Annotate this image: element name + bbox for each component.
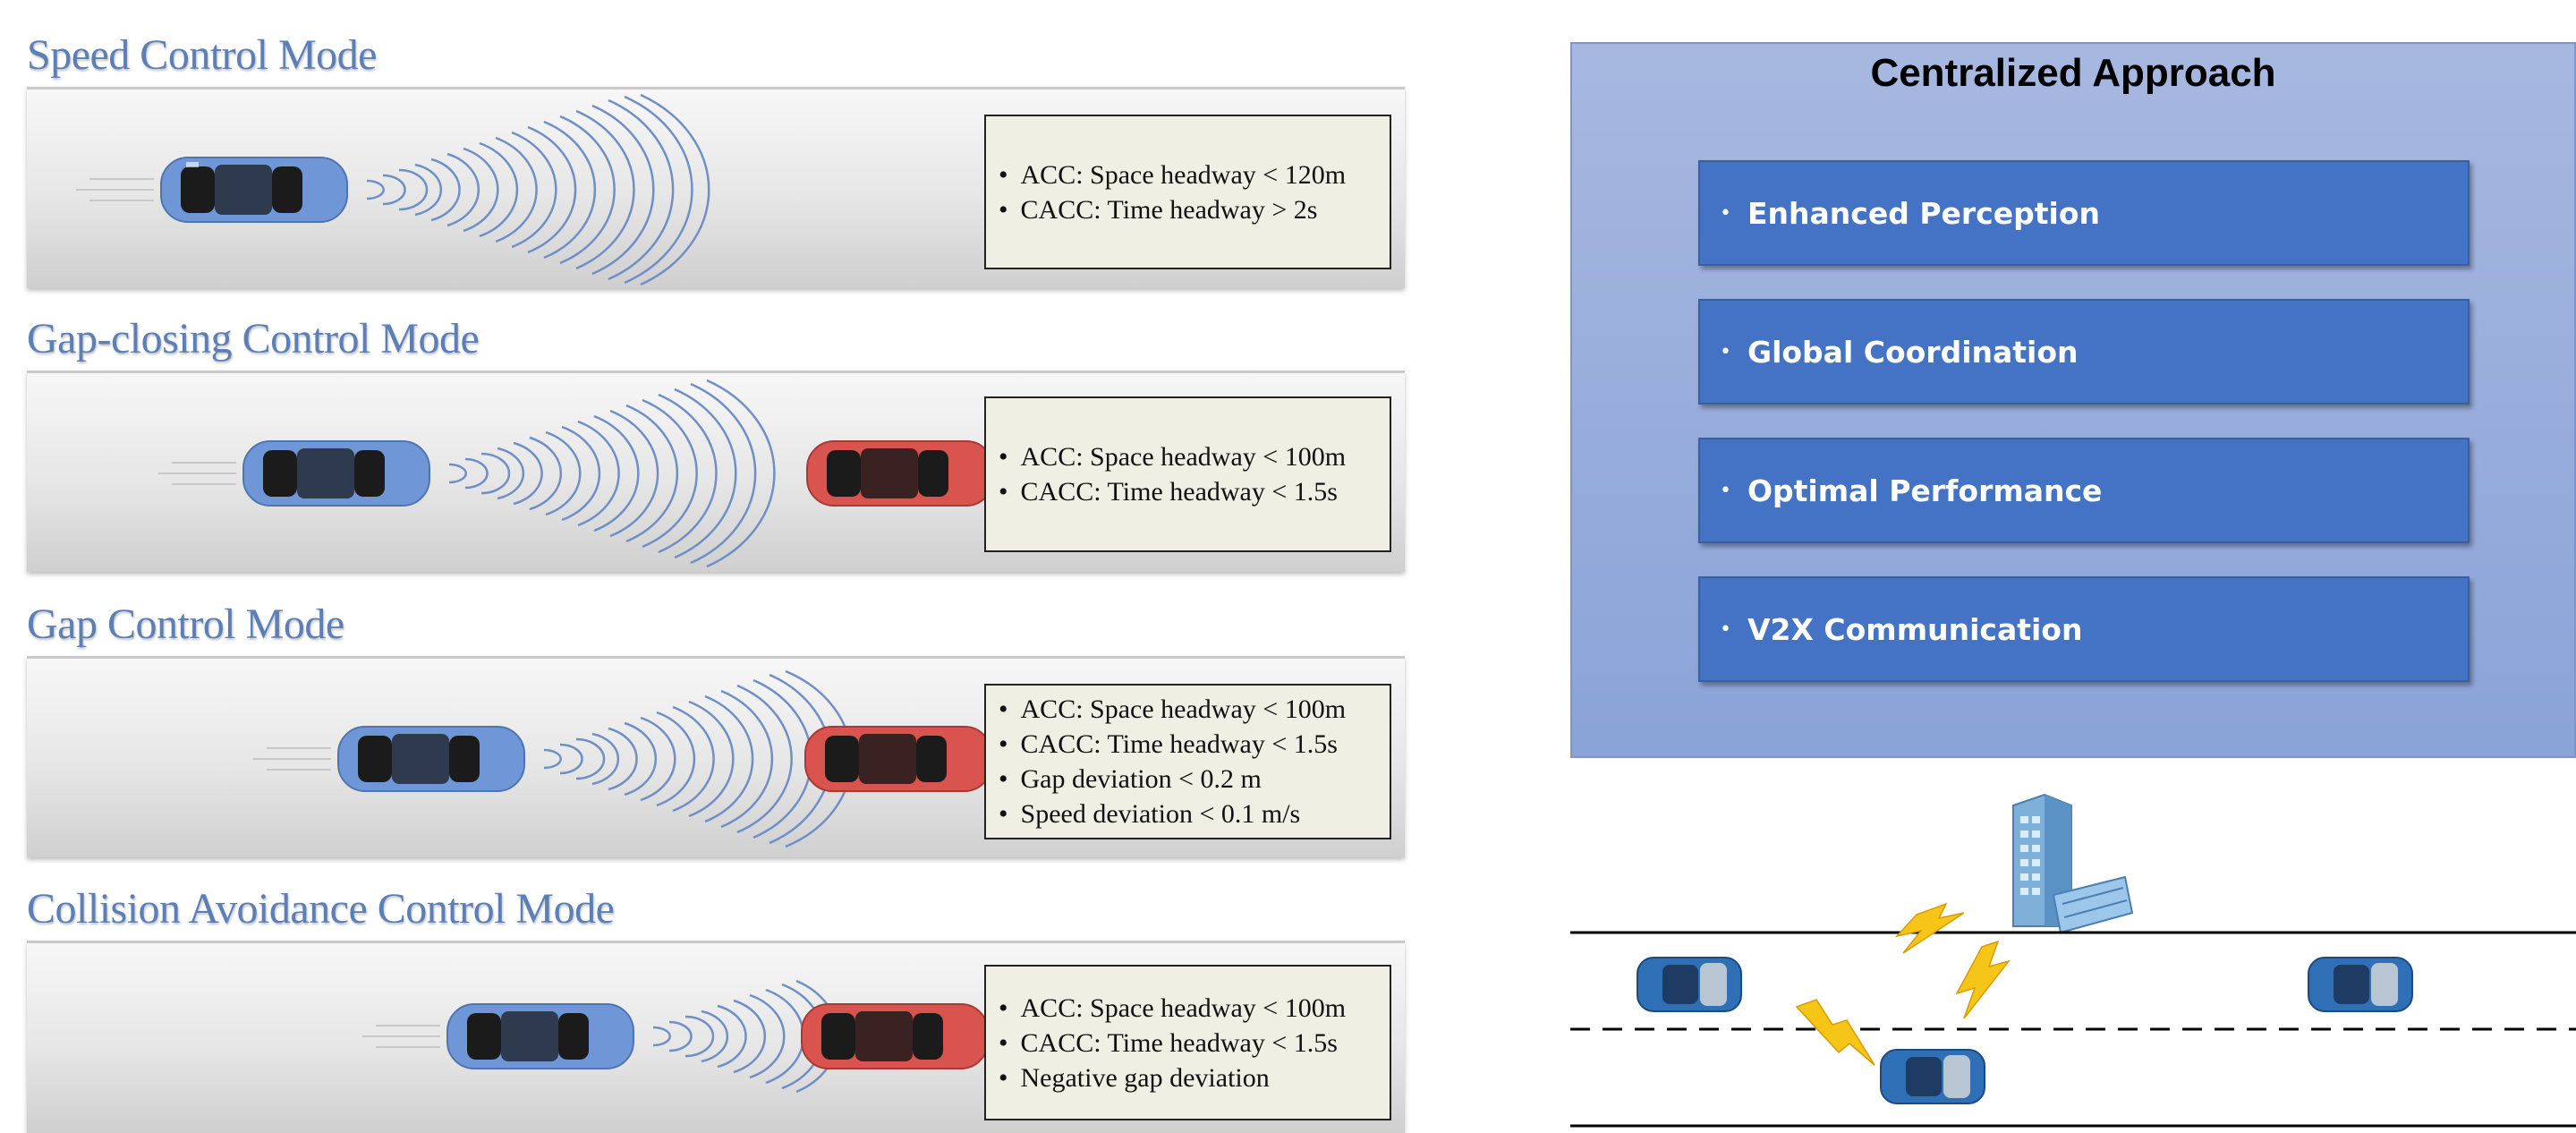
bullet-icon: • (1720, 201, 1731, 225)
v2x-road-scene (1570, 793, 2576, 1128)
wireless-wave-icon (366, 93, 710, 286)
condition-item: CACC: Time headway < 1.5s (999, 474, 1377, 509)
car-top-view-icon (1880, 1049, 1985, 1104)
bullet-icon: • (1720, 479, 1731, 502)
condition-item: Negative gap deviation (999, 1061, 1377, 1095)
condition-item: Gap deviation < 0.2 m (999, 762, 1377, 797)
feature-label: Enhanced Perception (1747, 195, 2100, 231)
condition-box-speed-control: ACC: Space headway < 120m CACC: Time hea… (984, 115, 1391, 269)
feature-enhanced-perception: • Enhanced Perception (1698, 160, 2470, 266)
mode-illustration-speed-control (76, 93, 710, 286)
feature-label: V2X Communication (1747, 611, 2083, 647)
office-building-icon (2012, 793, 2134, 934)
mode-lane-collision-avoidance-control: ACC: Space headway < 100m CACC: Time hea… (27, 941, 1405, 1133)
condition-item: ACC: Space headway < 100m (999, 991, 1377, 1026)
condition-item: ACC: Space headway < 100m (999, 439, 1377, 474)
bullet-icon: • (1720, 618, 1731, 641)
mode-title-gap-control: Gap Control Mode (27, 601, 344, 648)
ego-car-icon (362, 1003, 634, 1069)
mode-lane-gap-closing-control: ACC: Space headway < 100m CACC: Time hea… (27, 371, 1405, 572)
mode-title-collision-avoidance-control: Collision Avoidance Control Mode (27, 885, 615, 933)
condition-item: CACC: Time headway < 1.5s (999, 1026, 1377, 1061)
mode-illustration-gap-control (253, 669, 992, 848)
bullet-icon: • (1720, 340, 1731, 363)
mode-illustration-collision-avoidance-control (362, 979, 989, 1094)
feature-optimal-performance: • Optimal Performance (1698, 438, 2470, 543)
mode-lane-speed-control: ACC: Space headway < 120m CACC: Time hea… (27, 87, 1405, 288)
wireless-wave-icon (448, 379, 776, 568)
condition-item: CACC: Time headway < 1.5s (999, 727, 1377, 762)
condition-item: ACC: Space headway < 120m (999, 158, 1377, 192)
condition-item: Speed deviation < 0.1 m/s (999, 797, 1377, 831)
ego-car-icon (253, 726, 525, 792)
ego-car-icon (158, 440, 430, 507)
condition-box-gap-closing-control: ACC: Space headway < 100m CACC: Time hea… (984, 396, 1391, 552)
lightning-bolt-icon (1894, 902, 1965, 954)
lightning-bolt-icon (1955, 940, 2011, 1019)
feature-label: Global Coordination (1747, 334, 2079, 370)
feature-global-coordination: • Global Coordination (1698, 299, 2470, 405)
lead-car-icon (801, 1003, 989, 1069)
mode-lane-gap-control: ACC: Space headway < 100m CACC: Time hea… (27, 656, 1405, 857)
mode-title-gap-closing-control: Gap-closing Control Mode (27, 315, 480, 362)
lead-car-icon (804, 726, 992, 792)
mode-illustration-gap-closing-control (158, 379, 994, 568)
mode-title-speed-control: Speed Control Mode (27, 31, 377, 79)
condition-item: CACC: Time headway > 2s (999, 192, 1377, 227)
feature-v2x-communication: • V2X Communication (1698, 576, 2470, 682)
ego-car-icon (76, 157, 348, 223)
car-top-view-icon (2308, 957, 2413, 1012)
condition-box-collision-avoidance-control: ACC: Space headway < 100m CACC: Time hea… (984, 965, 1391, 1120)
condition-box-gap-control: ACC: Space headway < 100m CACC: Time hea… (984, 684, 1391, 839)
feature-label: Optimal Performance (1747, 473, 2103, 508)
lightning-bolt-icon (1795, 999, 1875, 1066)
lead-car-icon (806, 440, 994, 507)
condition-item: ACC: Space headway < 100m (999, 692, 1377, 727)
centralized-approach-panel: Centralized Approach • Enhanced Percepti… (1570, 42, 2576, 758)
car-top-view-icon (1637, 957, 1742, 1012)
centralized-approach-title: Centralized Approach (1870, 51, 2276, 95)
